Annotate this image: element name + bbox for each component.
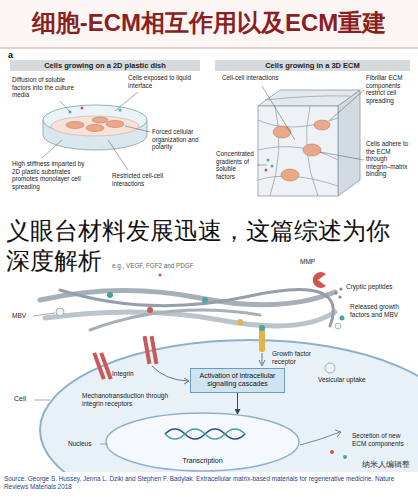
ecm-fibres [40,289,335,330]
mmp-symbol [313,272,326,288]
panel-heading: Cells growing on a 2D plastic dish [10,60,200,71]
callout-label: Secretion of new ECM components [352,432,414,448]
watermark: 纳米人编辑整 [362,460,414,470]
callout-label: Diffusion of soluble factors into the cu… [12,76,84,99]
callout-label: Growth factor receptor [272,350,328,366]
leader-line [34,400,50,401]
callout-label: Restricted cell-cell interactions [112,172,194,187]
callout-label: Cells adhere to the ECM through integrin… [366,140,412,178]
overlay-text: 义眼台材料发展迅速，这篇综述为你深度解析 [6,216,410,276]
node-text: Transcription [182,457,222,464]
callout-label: Cryptic peptides [346,283,414,291]
header-ground [0,0,418,48]
callout-label: Integrin [112,370,146,378]
header-rule [0,48,418,49]
title: 细胞-ECM相互作用以及ECM重建 [0,9,418,38]
callout-label: High stiffness imparted by 2D plastic su… [12,160,92,190]
callout-label: MMP [300,258,330,266]
ecm-cube-figure [257,86,364,196]
growth-factors [33,272,345,329]
callout-label: MBV [12,312,34,320]
callout-label: Cell [14,395,34,403]
caption: Source: George S. Hussey, Jenna L. Dziki… [4,475,414,490]
callout-label: Vesicular uptake [318,376,380,384]
vesicle [325,363,335,373]
callout-label: Mechanotransduction through integrin rec… [82,392,172,408]
callout-label: a [8,50,20,61]
nucleus-fill [105,412,300,472]
callout-label: Fibrillar ECM components restrict cell s… [366,74,412,104]
dna-helix [165,429,245,439]
callout-label: Cells exposed to liquid interface [128,74,198,89]
callout-label: Cell-cell interactions [222,74,304,82]
callout-label: e.g., VEGF, FGF2 and PDGF [112,262,232,270]
callout-label: Released growth factors and MBV [350,303,414,319]
nucleus-ellipse: Transcription [105,412,300,472]
callout-label: Nucleus [68,440,100,448]
panel-heading: Cells growing in a 3D ECM [215,60,410,71]
connector [237,393,238,414]
node-text: Activation of intracellular signalling c… [194,372,281,389]
process-box: Activation of intracellular signalling c… [190,368,285,393]
dish-figure [42,92,150,170]
caption-ground [0,472,418,500]
callout-label: Concentrated gradients of soluble factor… [216,150,256,180]
secretion-arrows [300,430,347,459]
callout-label: Forced cellular organization and polarit… [152,128,202,151]
